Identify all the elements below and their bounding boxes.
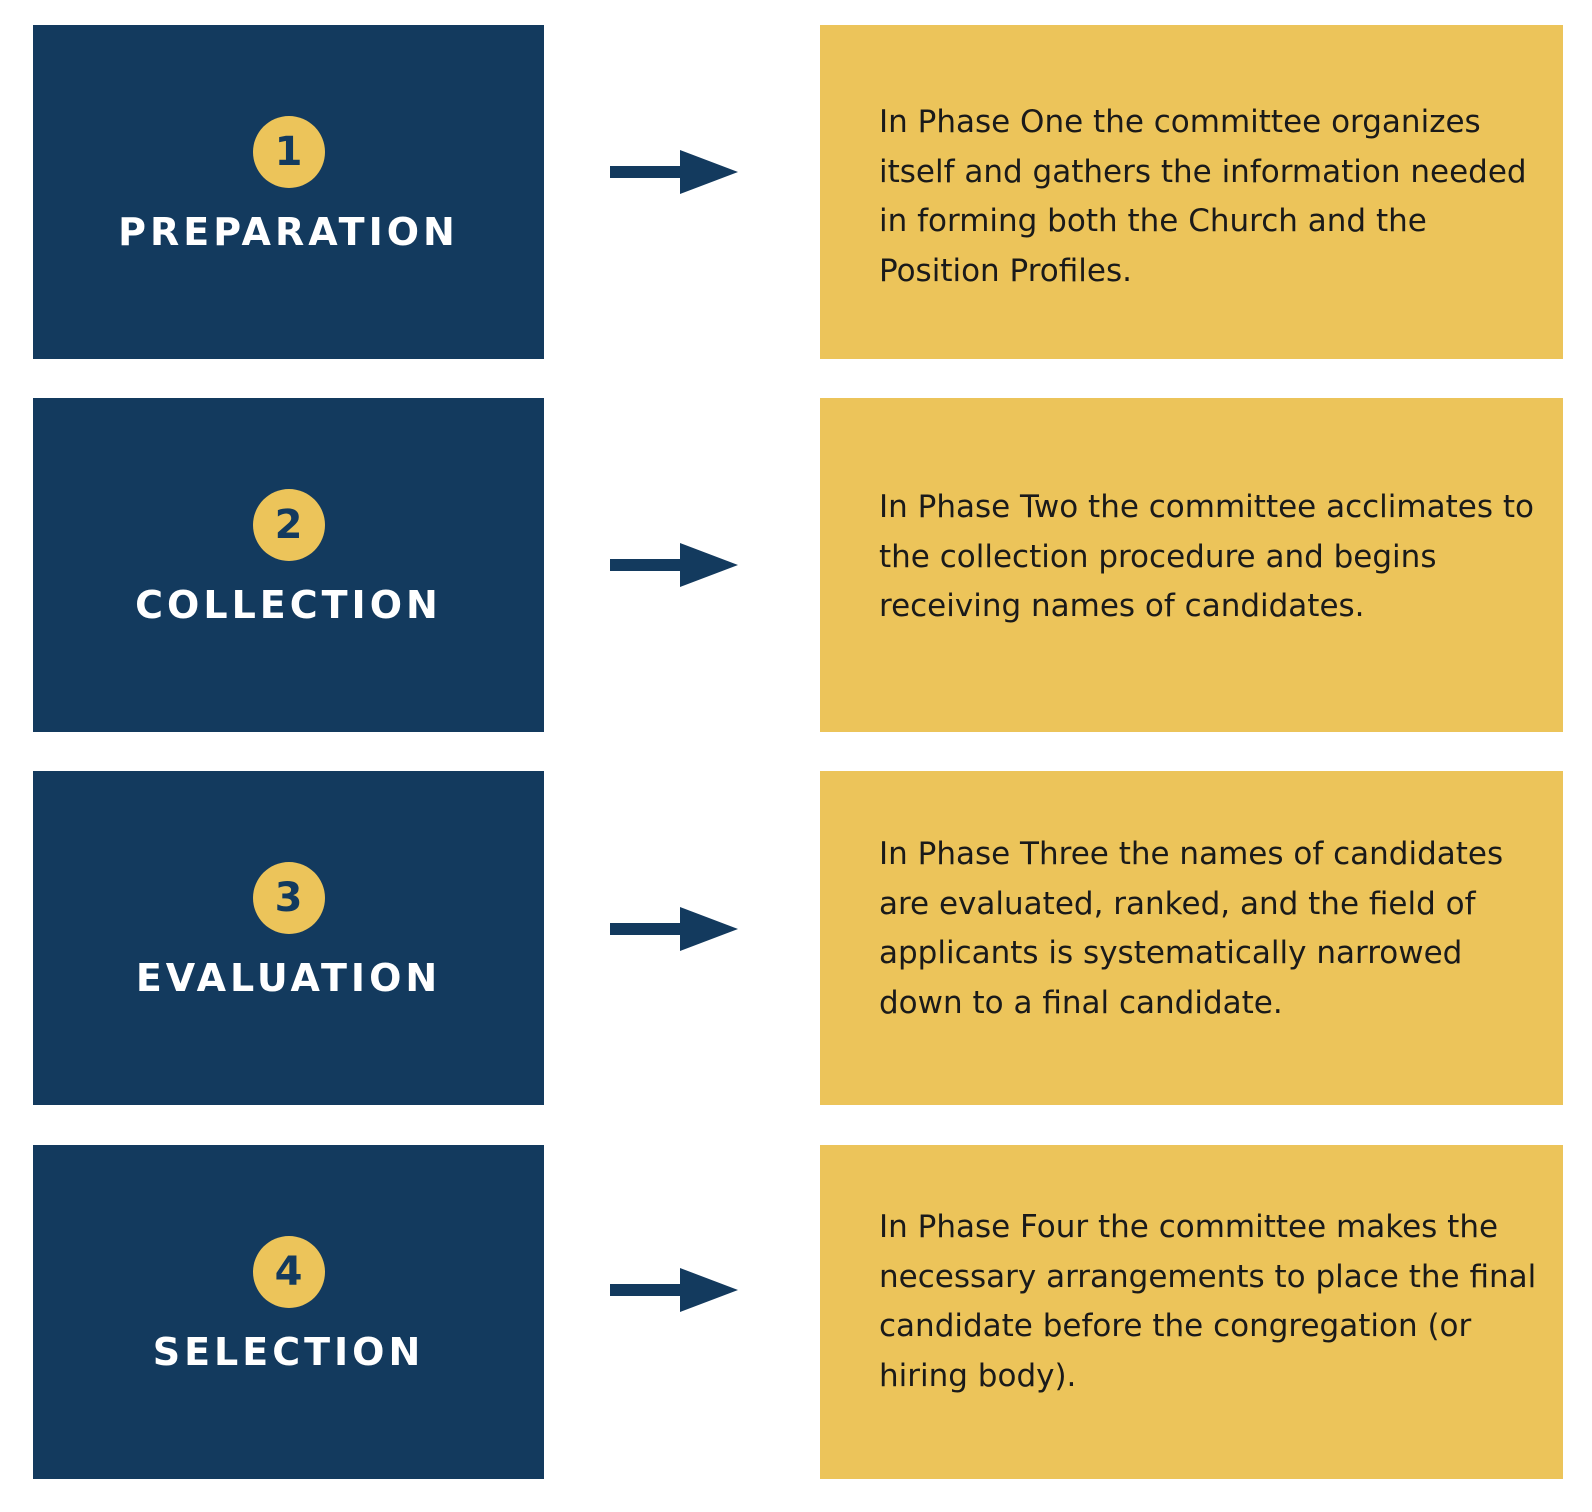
phase-description: In Phase Two the committee acclimates to…	[879, 489, 1534, 624]
phase-number-badge: 4	[252, 1236, 325, 1308]
phase-box-preparation: 1 PREPARATION	[33, 25, 544, 359]
phase-description-box: In Phase Three the names of candidates a…	[820, 771, 1563, 1105]
phase-box-selection: 4 SELECTION	[33, 1145, 544, 1479]
phase-title: EVALUATION	[135, 956, 442, 1000]
phase-box-collection: 2 COLLECTION	[33, 398, 544, 732]
phase-row-2: 2 COLLECTION In Phase Two the committee …	[0, 398, 1592, 732]
phase-row-3: 3 EVALUATION In Phase Three the names of…	[0, 771, 1592, 1105]
phase-description: In Phase One the committee organizes its…	[879, 104, 1527, 289]
phase-description: In Phase Four the committee makes the ne…	[879, 1209, 1537, 1394]
phase-number-badge: 2	[252, 489, 325, 561]
phase-number-badge: 1	[252, 116, 325, 188]
phase-title: PREPARATION	[118, 210, 459, 254]
phase-title: COLLECTION	[135, 583, 442, 627]
phase-row-4: 4 SELECTION In Phase Four the committee …	[0, 1145, 1592, 1479]
phase-title: SELECTION	[152, 1330, 425, 1374]
phase-row-1: 1 PREPARATION In Phase One the committee…	[0, 25, 1592, 359]
phase-box-evaluation: 3 EVALUATION	[33, 771, 544, 1105]
phase-description-box: In Phase Two the committee acclimates to…	[820, 398, 1563, 732]
phase-description-box: In Phase Four the committee makes the ne…	[820, 1145, 1563, 1479]
phase-description-box: In Phase One the committee organizes its…	[820, 25, 1563, 359]
arrow-right-icon	[610, 907, 738, 951]
phase-description: In Phase Three the names of candidates a…	[879, 836, 1504, 1021]
arrow-right-icon	[610, 150, 738, 194]
phase-number-badge: 3	[252, 862, 325, 934]
arrow-right-icon	[610, 543, 738, 587]
arrow-right-icon	[610, 1268, 738, 1312]
